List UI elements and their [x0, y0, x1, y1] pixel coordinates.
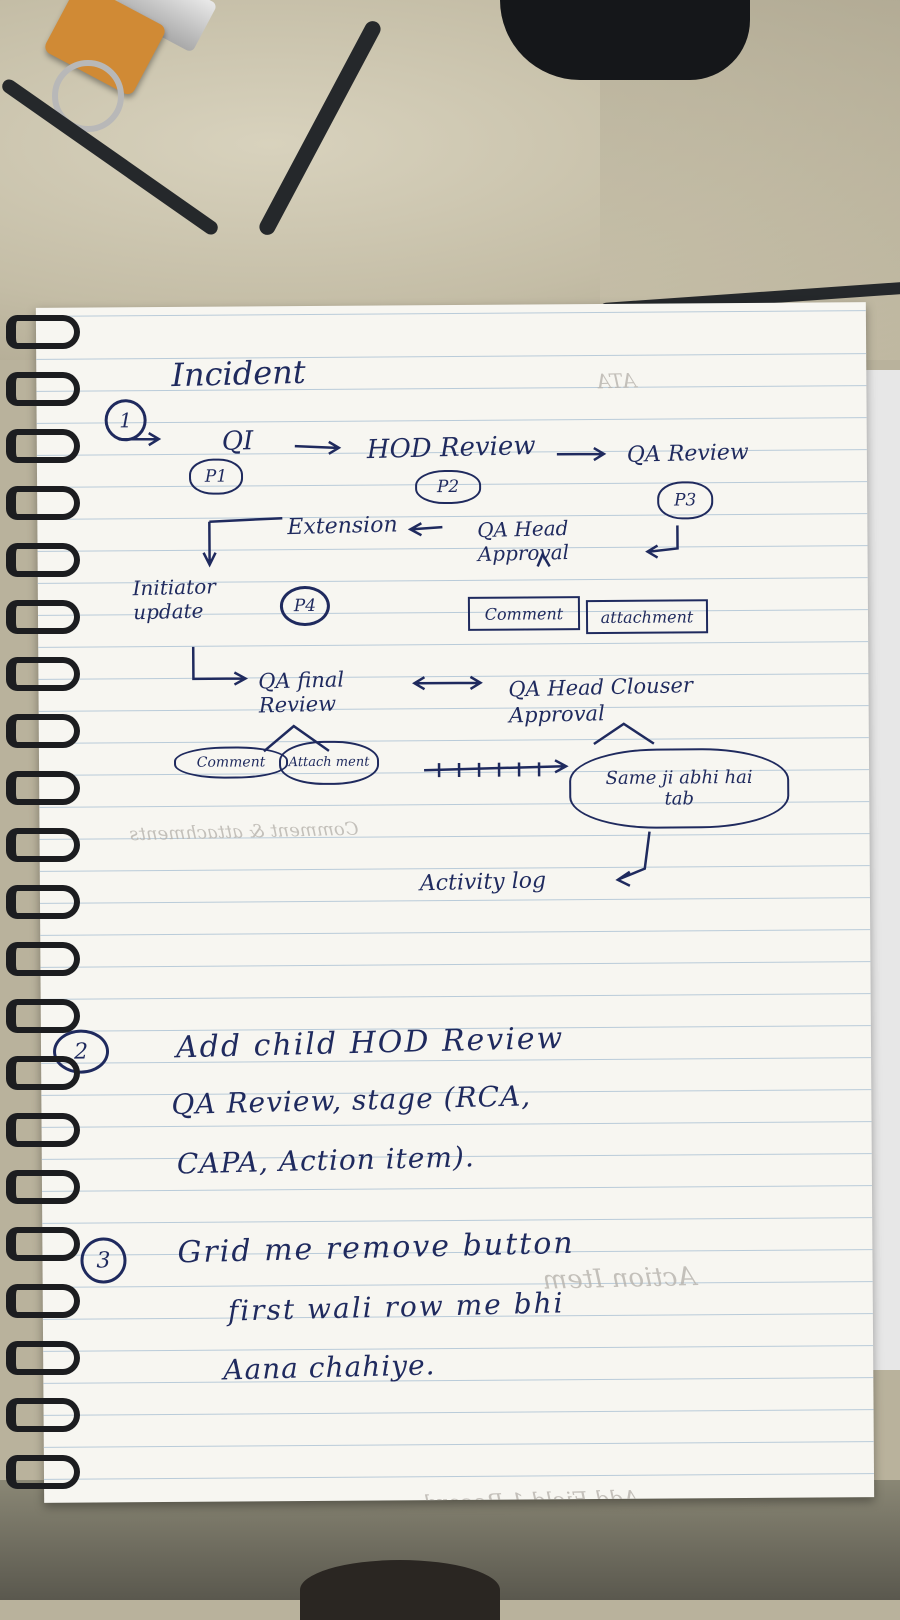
spiral-coil	[6, 657, 80, 691]
spiral-coil	[6, 1398, 80, 1432]
spiral-coil	[6, 1113, 80, 1147]
spiral-coil	[6, 600, 80, 634]
spiral-coil	[6, 486, 80, 520]
spiral-coil	[6, 1341, 80, 1375]
spiral-coil	[6, 714, 80, 748]
spiral-coil	[6, 828, 80, 862]
spiral-coil	[6, 999, 80, 1033]
glove	[500, 0, 750, 80]
flow-arrows	[118, 432, 679, 887]
spiral-coil	[6, 1056, 80, 1090]
spiral-binding	[0, 310, 80, 1490]
spiral-coil	[6, 372, 80, 406]
notebook-page: ATA Action Item Add Field 1 Record Comme…	[35, 302, 875, 1503]
spiral-coil	[6, 771, 80, 805]
spiral-coil	[6, 429, 80, 463]
spiral-coil	[6, 885, 80, 919]
spiral-coil	[6, 1227, 80, 1261]
foot-shadow	[300, 1560, 500, 1620]
key-ring	[52, 60, 124, 132]
spiral-coil	[6, 1170, 80, 1204]
spiral-coil	[6, 1284, 80, 1318]
spiral-coil	[6, 1455, 80, 1489]
spiral-coil	[6, 315, 80, 349]
spiral-coil	[6, 543, 80, 577]
spiral-coil	[6, 942, 80, 976]
